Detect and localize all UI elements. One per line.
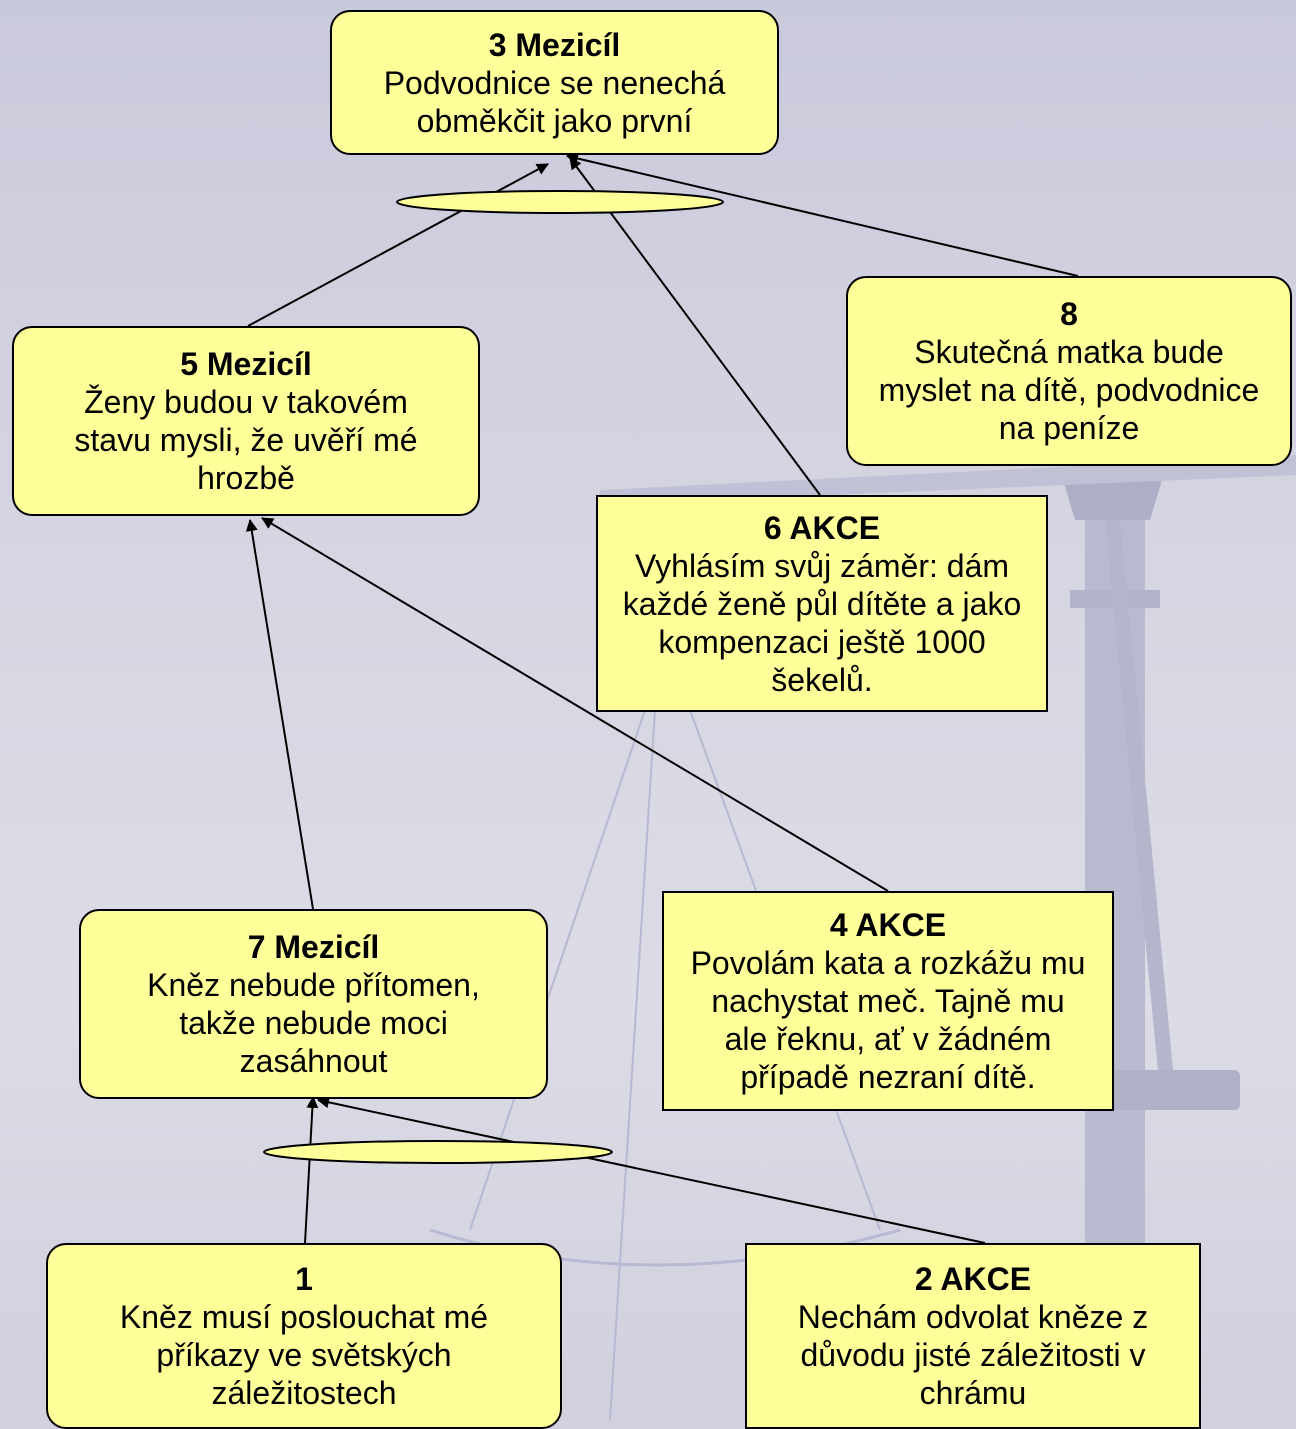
node-6-title: 6 AKCE — [763, 509, 881, 546]
node-6-akce: 6 AKCE Vyhlásím svůj záměr: dám každé že… — [596, 495, 1048, 712]
edge-n5-to-n3 — [247, 163, 549, 327]
node-2-akce: 2 AKCE Nechám odvolat kněze z důvodu jis… — [745, 1243, 1201, 1429]
node-4-title: 4 AKCE — [829, 907, 947, 943]
node-1: 1 Kněz musí poslouchat mé příkazy ve svě… — [46, 1243, 562, 1429]
edge-n1-to-n7 — [304, 1096, 319, 1244]
edge-n4-to-n5 — [261, 517, 889, 892]
edge-n2-to-n7 — [317, 1096, 986, 1244]
node-4-text: Povolám kata a rozkážu mu nachystat meč.… — [690, 945, 1086, 1095]
node-1-text: Kněz musí poslouchat mé příkazy ve světs… — [119, 1299, 489, 1411]
scales-beam — [600, 455, 1296, 1110]
edge-n6-to-n3 — [569, 157, 821, 496]
node-3-text: Podvodnice se nenechá obměkčit jako prvn… — [383, 64, 726, 139]
node-6-text: Vyhlásím svůj záměr: dám každé ženě půl … — [622, 547, 1022, 698]
node-1-title: 1 — [295, 1261, 313, 1297]
node-3-mezicil: 3 Mezicíl Podvodnice se nenechá obměkčit… — [330, 10, 779, 155]
node-8-text: Skutečná matka bude myslet na dítě, podv… — [878, 334, 1260, 446]
and-connector-ellipse-top — [396, 190, 724, 214]
node-4-akce: 4 AKCE Povolám kata a rozkážu mu nachyst… — [662, 891, 1114, 1111]
node-7-mezicil: 7 Mezicíl Kněz nebude přítomen, takže ne… — [79, 909, 548, 1099]
node-7-title: 7 Mezicíl — [247, 929, 380, 965]
node-5-text: Ženy budou v takovém stavu mysli, že uvě… — [74, 384, 418, 496]
node-2-title: 2 AKCE — [914, 1261, 1032, 1297]
node-7-text: Kněz nebude přítomen, takže nebude moci … — [147, 967, 480, 1079]
node-2-text: Nechám odvolat kněze z důvodu jisté zále… — [797, 1299, 1149, 1411]
node-5-title: 5 Mezicíl — [180, 346, 312, 382]
and-connector-ellipse-bottom — [263, 1140, 613, 1164]
edge-n8-to-n3 — [566, 152, 1079, 277]
node-8: 8 Skutečná matka bude myslet na dítě, po… — [846, 276, 1292, 466]
node-3-title: 3 Mezicíl — [488, 26, 621, 63]
node-8-title: 8 — [1060, 296, 1078, 332]
edge-n7-to-n5 — [245, 519, 314, 910]
node-5-mezicil: 5 Mezicíl Ženy budou v takovém stavu mys… — [12, 326, 480, 516]
